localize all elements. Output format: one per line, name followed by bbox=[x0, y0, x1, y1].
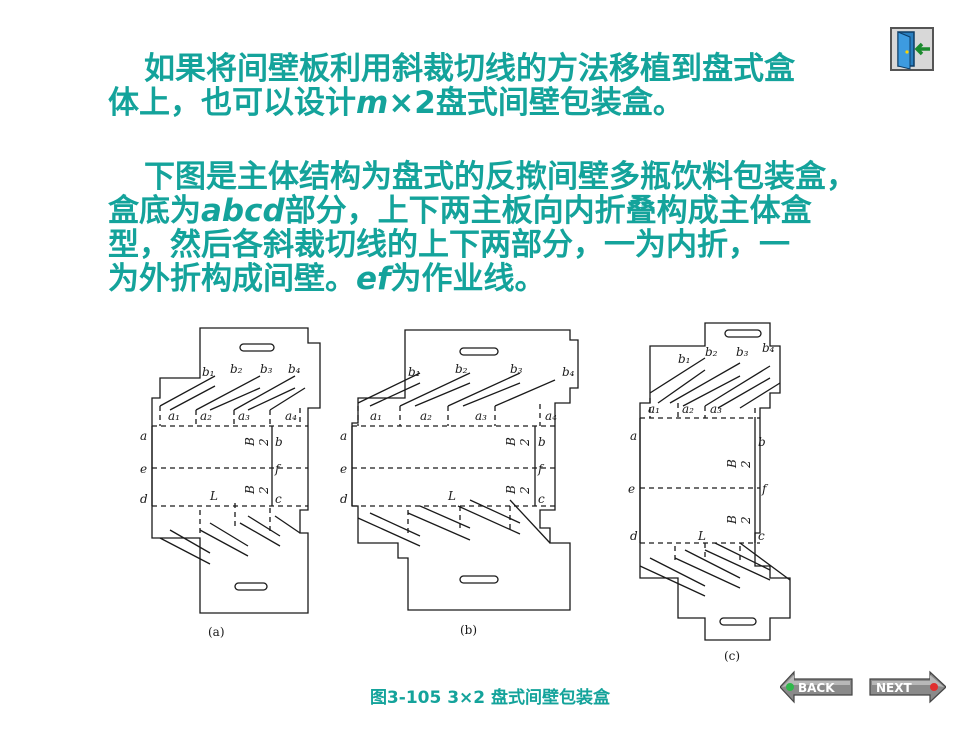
label-b-a: a bbox=[340, 429, 347, 443]
label-a-a3: a₃ bbox=[238, 409, 250, 423]
figure-caption: 图3-105 3×2 盘式间壁包装盒 bbox=[369, 688, 611, 708]
label-a-b3: b₃ bbox=[260, 362, 273, 376]
label-a-frac2-num: B bbox=[243, 485, 257, 495]
back-button[interactable]: BACK bbox=[780, 670, 854, 704]
label-b-frac2-num: B bbox=[504, 485, 518, 495]
para2-line1: 下图是主体结构为盘式的反揿间壁多瓶饮料包装盒， bbox=[144, 159, 857, 195]
para1-line2-a: 体上，也可以设计 bbox=[108, 85, 356, 121]
label-b-c: c bbox=[538, 492, 545, 506]
label-b-frac1-num: B bbox=[504, 437, 518, 447]
next-indicator-icon bbox=[930, 683, 938, 691]
label-a-b4: b₄ bbox=[288, 362, 301, 376]
label-b-a3: a₃ bbox=[475, 409, 487, 423]
label-b-frac1-den: 2 bbox=[518, 438, 532, 447]
diagram-panel-c bbox=[639, 322, 791, 641]
label-a-frac1-den: 2 bbox=[257, 438, 271, 447]
diagram-panel-a bbox=[151, 327, 321, 614]
label-b-L: L bbox=[447, 489, 456, 503]
exit-door-icon[interactable] bbox=[890, 27, 934, 71]
para2-line4-pre: 为外折构成间壁。 bbox=[108, 261, 356, 297]
next-label: NEXT bbox=[876, 681, 912, 695]
label-b-b3: b₃ bbox=[510, 362, 523, 376]
label-b-f: f bbox=[537, 462, 545, 476]
label-c-a: a bbox=[630, 429, 637, 443]
label-a-f: f bbox=[274, 462, 282, 476]
label-a-a2: a₂ bbox=[200, 409, 212, 423]
label-c-frac2-den: 2 bbox=[739, 516, 753, 525]
panel-label-c: (c) bbox=[724, 649, 740, 663]
label-c-b4: b₄ bbox=[762, 341, 775, 355]
para1-variable-m: m bbox=[356, 85, 389, 121]
diagram-panel-b bbox=[351, 329, 579, 611]
para2-line4: 为外折构成间壁。ef为作业线。 bbox=[108, 262, 898, 296]
label-c-a1: a₁ bbox=[648, 402, 660, 416]
label-c-a2: a₂ bbox=[682, 402, 694, 416]
label-a-b1: b₁ bbox=[202, 365, 215, 379]
label-b-b4: b₄ bbox=[562, 365, 575, 379]
label-c-d: d bbox=[630, 529, 638, 543]
para1-line2: 体上，也可以设计m×2盘式间壁包装盒。 bbox=[108, 86, 898, 120]
label-b-a2: a₂ bbox=[420, 409, 432, 423]
label-a-d: d bbox=[140, 492, 148, 506]
label-a-b: b bbox=[275, 435, 283, 449]
label-b-frac2-den: 2 bbox=[518, 486, 532, 495]
label-b-b1: b₁ bbox=[408, 365, 421, 379]
para2-variable-ef: ef bbox=[356, 261, 391, 297]
label-c-frac1-num: B bbox=[725, 459, 739, 469]
label-a-L: L bbox=[209, 489, 218, 503]
para2-line2-a: 盒底为 bbox=[108, 193, 201, 229]
label-c-b3: b₃ bbox=[736, 345, 749, 359]
label-c-frac2-num: B bbox=[725, 515, 739, 525]
label-c-f: f bbox=[761, 482, 769, 496]
paragraph-intro: 如果将间壁板利用斜裁切线的方法移植到盘式盒 体上，也可以设计m×2盘式间壁包装盒… bbox=[108, 52, 898, 120]
panel-label-b: (b) bbox=[460, 623, 477, 637]
label-a-a: a bbox=[140, 429, 147, 443]
label-c-L: L bbox=[697, 529, 706, 543]
para2-line2: 盒底为abcd部分，上下两主板向内折叠构成主体盒 bbox=[108, 194, 898, 228]
para2-line4-post: 为作业线。 bbox=[390, 261, 546, 297]
label-c-frac1-den: 2 bbox=[739, 460, 753, 469]
label-c-b1: b₁ bbox=[678, 352, 691, 366]
para2-line2-b: 部分，上下两主板向内折叠构成主体盒 bbox=[284, 193, 812, 229]
label-b-b: b bbox=[538, 435, 546, 449]
label-c-a3: a₃ bbox=[710, 402, 722, 416]
panel-label-a: (a) bbox=[208, 625, 225, 639]
label-b-a1: a₁ bbox=[370, 409, 382, 423]
next-button[interactable]: NEXT bbox=[868, 670, 946, 704]
label-c-b2: b₂ bbox=[705, 345, 718, 359]
label-b-d: d bbox=[340, 492, 348, 506]
back-label: BACK bbox=[798, 681, 835, 695]
label-a-frac1-num: B bbox=[243, 437, 257, 447]
label-c-c: c bbox=[758, 529, 765, 543]
label-b-a4: a₄ bbox=[545, 409, 557, 423]
para1-line1: 如果将间壁板利用斜裁切线的方法移植到盘式盒 bbox=[144, 51, 795, 87]
label-a-frac2-den: 2 bbox=[257, 486, 271, 495]
label-a-e: e bbox=[140, 462, 147, 476]
para2-variable-abcd: abcd bbox=[201, 193, 285, 229]
label-c-e: e bbox=[628, 482, 635, 496]
label-a-b2: b₂ bbox=[230, 362, 243, 376]
para2-line3: 型，然后各斜裁切线的上下两部分，一为内折，一 bbox=[108, 227, 790, 263]
back-indicator-icon bbox=[786, 683, 794, 691]
para1-line2-b: ×2盘式间壁包装盒。 bbox=[388, 85, 684, 121]
label-a-c: c bbox=[275, 492, 282, 506]
label-a-a1: a₁ bbox=[168, 409, 180, 423]
label-b-b2: b₂ bbox=[455, 362, 468, 376]
label-a-a4: a₄ bbox=[285, 409, 297, 423]
label-c-b: b bbox=[758, 435, 766, 449]
paragraph-description: 下图是主体结构为盘式的反揿间壁多瓶饮料包装盒， 盒底为abcd部分，上下两主板向… bbox=[108, 160, 898, 296]
packaging-die-line-diagram: b₁ b₂ b₃ b₄ a₁ a₂ a₃ a₄ a b e f d c L B … bbox=[140, 322, 791, 663]
label-b-e: e bbox=[340, 462, 347, 476]
